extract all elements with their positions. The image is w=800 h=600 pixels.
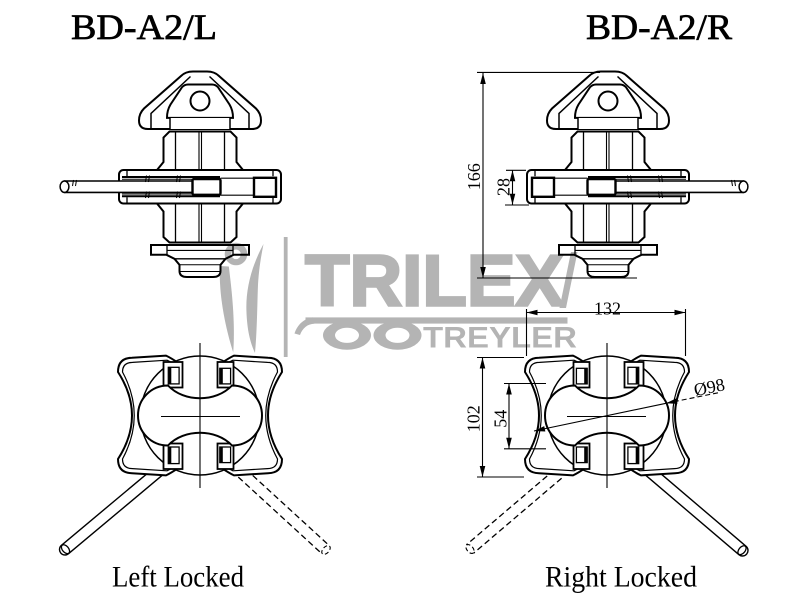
svg-text:TRILEX: TRILEX	[305, 242, 564, 322]
svg-text:166: 166	[464, 163, 484, 190]
svg-text:TREYLER: TREYLER	[423, 322, 577, 355]
svg-text:102: 102	[464, 405, 484, 432]
svg-text:54: 54	[491, 410, 511, 428]
svg-text:132: 132	[594, 299, 621, 319]
svg-text:Left Locked: Left Locked	[112, 561, 244, 594]
svg-text:28: 28	[494, 178, 514, 196]
svg-text:Ø98: Ø98	[692, 374, 726, 400]
svg-text:Right Locked: Right Locked	[545, 561, 697, 594]
svg-text:BD-A2/R: BD-A2/R	[586, 7, 732, 47]
svg-text:BD-A2/L: BD-A2/L	[71, 7, 217, 47]
